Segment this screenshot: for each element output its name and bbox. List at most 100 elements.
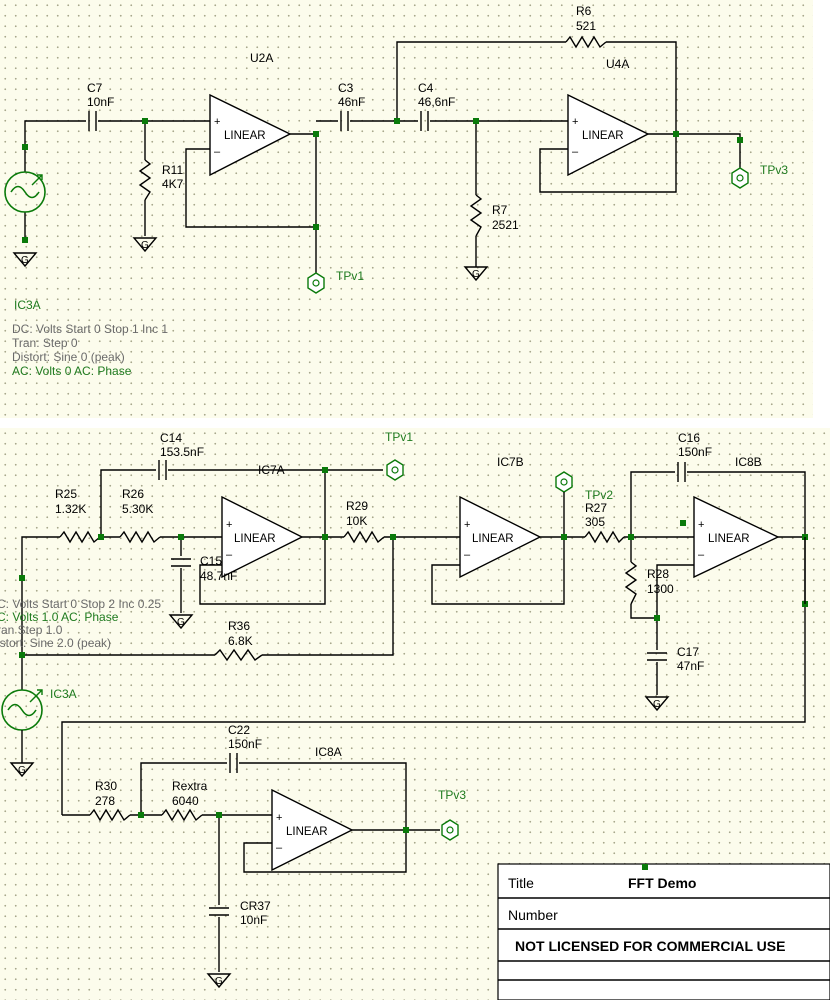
svg-text:+: + — [226, 519, 232, 531]
capacitor-c4[interactable] — [420, 111, 429, 131]
label-ic7b: IC7B — [497, 455, 524, 469]
capacitor-c22[interactable] — [229, 753, 238, 773]
label-tpv3-top: TPv3 — [760, 163, 788, 177]
opamp-ic8b-label: LINEAR — [708, 533, 750, 545]
voltage-source-ic3a-top[interactable] — [4, 171, 46, 213]
source-tran-bottom: ran Step 1.0 — [0, 623, 63, 637]
test-point-tpv1-top[interactable] — [307, 268, 325, 294]
capacitor-c14[interactable] — [158, 460, 167, 480]
capacitor-c17[interactable] — [647, 652, 667, 661]
resistor-r28[interactable] — [624, 561, 638, 605]
title-block: Title FFT Demo Number NOT LICENSED FOR C… — [497, 863, 830, 1000]
label-r36-value: 6.8K — [228, 634, 253, 648]
label-r25-name: R25 — [55, 487, 77, 501]
svg-text:–: – — [464, 549, 471, 561]
label-ic8a: IC8A — [315, 745, 342, 759]
label-r28-name: R28 — [647, 567, 669, 581]
svg-text:+: + — [464, 519, 470, 531]
svg-text:+: + — [572, 116, 578, 128]
resistor-r27[interactable] — [584, 530, 625, 544]
label-tpv1-top: TPv1 — [336, 269, 364, 283]
opamp-ic7a-label: LINEAR — [234, 533, 276, 545]
label-u4a: U4A — [606, 57, 629, 71]
svg-text:G: G — [472, 269, 480, 280]
resistor-r36[interactable] — [214, 648, 263, 662]
label-c22-value: 150nF — [228, 737, 262, 751]
opamp-u2a[interactable]: LINEAR + – — [209, 93, 292, 177]
svg-text:G: G — [653, 699, 661, 710]
label-c17-value: 47nF — [677, 659, 704, 673]
resistor-rextra[interactable] — [161, 808, 203, 822]
resistor-r26[interactable] — [119, 530, 161, 544]
svg-text:–: – — [572, 146, 579, 158]
capacitor-c7[interactable] — [88, 111, 97, 131]
capacitor-c16[interactable] — [677, 462, 686, 482]
schematic-top-panel[interactable] — [0, 0, 813, 418]
resistor-r6[interactable] — [565, 35, 607, 49]
ground-symbol: G — [132, 237, 158, 253]
test-point-tpv2[interactable] — [555, 471, 573, 500]
svg-text:G: G — [177, 617, 185, 628]
label-c22-name: C22 — [228, 723, 250, 737]
test-point-tpv3-top[interactable] — [731, 167, 749, 189]
label-r27-value: 305 — [585, 515, 605, 529]
svg-text:+: + — [214, 116, 220, 128]
capacitor-c3[interactable] — [340, 111, 349, 131]
bottom-wires — [21, 469, 806, 972]
label-r7-value: 2521 — [492, 218, 519, 232]
label-c3-value: 46nF — [338, 95, 365, 109]
svg-text:G: G — [21, 255, 29, 266]
source-distort-top: Distort: Sine 0 (peak) — [12, 350, 125, 364]
test-point-tpv1-bottom[interactable] — [386, 459, 404, 481]
opamp-ic8a[interactable]: LINEAR + – — [271, 788, 354, 872]
label-r30-name: R30 — [95, 779, 117, 793]
opamp-ic8b[interactable]: LINEAR + – — [693, 495, 780, 579]
resistor-r7[interactable] — [469, 194, 483, 237]
ground-symbol: G — [9, 762, 35, 778]
svg-text:–: – — [214, 146, 221, 158]
resistor-r29[interactable] — [343, 530, 385, 544]
resistor-r25[interactable] — [59, 530, 101, 544]
label-r26-value: 5.30K — [122, 502, 153, 516]
label-r29-value: 10K — [346, 514, 367, 528]
source-name-top: IC3A — [14, 298, 41, 312]
label-ic7a: IC7A — [258, 463, 285, 477]
test-point-tpv3-bottom[interactable] — [441, 819, 459, 841]
label-r6-value: 521 — [576, 19, 596, 33]
label-ic8b: IC8B — [735, 455, 762, 469]
label-rextra-value: 6040 — [172, 794, 199, 808]
label-c7-name: C7 — [87, 81, 103, 95]
resistor-r11[interactable] — [138, 159, 152, 201]
label-u2a: U2A — [250, 51, 273, 65]
junction-dots-top — [22, 118, 743, 243]
svg-text:G: G — [215, 976, 223, 987]
opamp-ic8a-label: LINEAR — [286, 826, 328, 838]
opamp-u4a[interactable]: LINEAR + – — [567, 93, 650, 177]
license-notice: NOT LICENSED FOR COMMERCIAL USE — [515, 938, 785, 954]
ground-symbol: G — [168, 614, 194, 630]
opamp-ic7b[interactable]: LINEAR + – — [459, 495, 542, 579]
svg-text:G: G — [141, 240, 149, 251]
title-value: FFT Demo — [628, 875, 696, 891]
label-cr37-name: CR37 — [240, 899, 271, 913]
title-label: Title — [508, 875, 534, 891]
opamp-ic7a[interactable]: LINEAR + – — [221, 495, 304, 579]
svg-text:–: – — [698, 549, 705, 561]
svg-text:–: – — [226, 549, 233, 561]
label-c16-name: C16 — [678, 431, 700, 445]
label-c14-value: 153.5nF — [160, 445, 204, 459]
label-r7-name: R7 — [492, 203, 508, 217]
svg-text:+: + — [698, 519, 704, 531]
label-r30-value: 278 — [95, 794, 115, 808]
capacitor-cr37[interactable] — [209, 907, 229, 916]
ground-symbol: G — [12, 252, 38, 268]
ground-symbol: G — [644, 696, 670, 712]
resistor-r30[interactable] — [89, 808, 131, 822]
voltage-source-ic3a-bottom[interactable] — [1, 689, 43, 731]
label-r25-value: 1.32K — [55, 502, 86, 516]
label-r29-name: R29 — [346, 499, 368, 513]
label-r6-name: R6 — [576, 4, 592, 18]
capacitor-c15[interactable] — [171, 558, 191, 567]
